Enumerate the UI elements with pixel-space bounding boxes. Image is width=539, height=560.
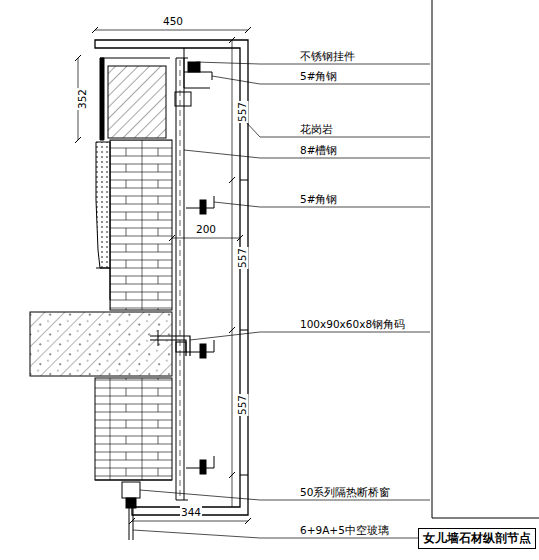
part-label: 5#角钢 [300,70,337,83]
dimension: 557 [236,101,249,123]
dimension: 352 [76,88,89,110]
dimension: 344 [180,506,202,519]
part-label: 不锈钢挂件 [300,50,355,63]
part-label: 50系列隔热断桥窗 [300,486,390,499]
part-label: 6+9A+5中空玻璃 [300,524,389,537]
drawing-lines [30,0,539,540]
dimension: 557 [236,394,249,416]
dimension: 200 [195,223,217,236]
drawing-title: 女儿墙石材纵剖节点 [418,528,536,549]
part-label: 8#槽钢 [300,144,337,157]
dimension: 450 [162,15,184,28]
part-label: 5#角钢 [300,193,337,206]
part-label: 花岗岩 [300,123,333,136]
dimension: 557 [236,247,249,269]
part-label: 100x90x60x8钢角码 [300,318,405,331]
